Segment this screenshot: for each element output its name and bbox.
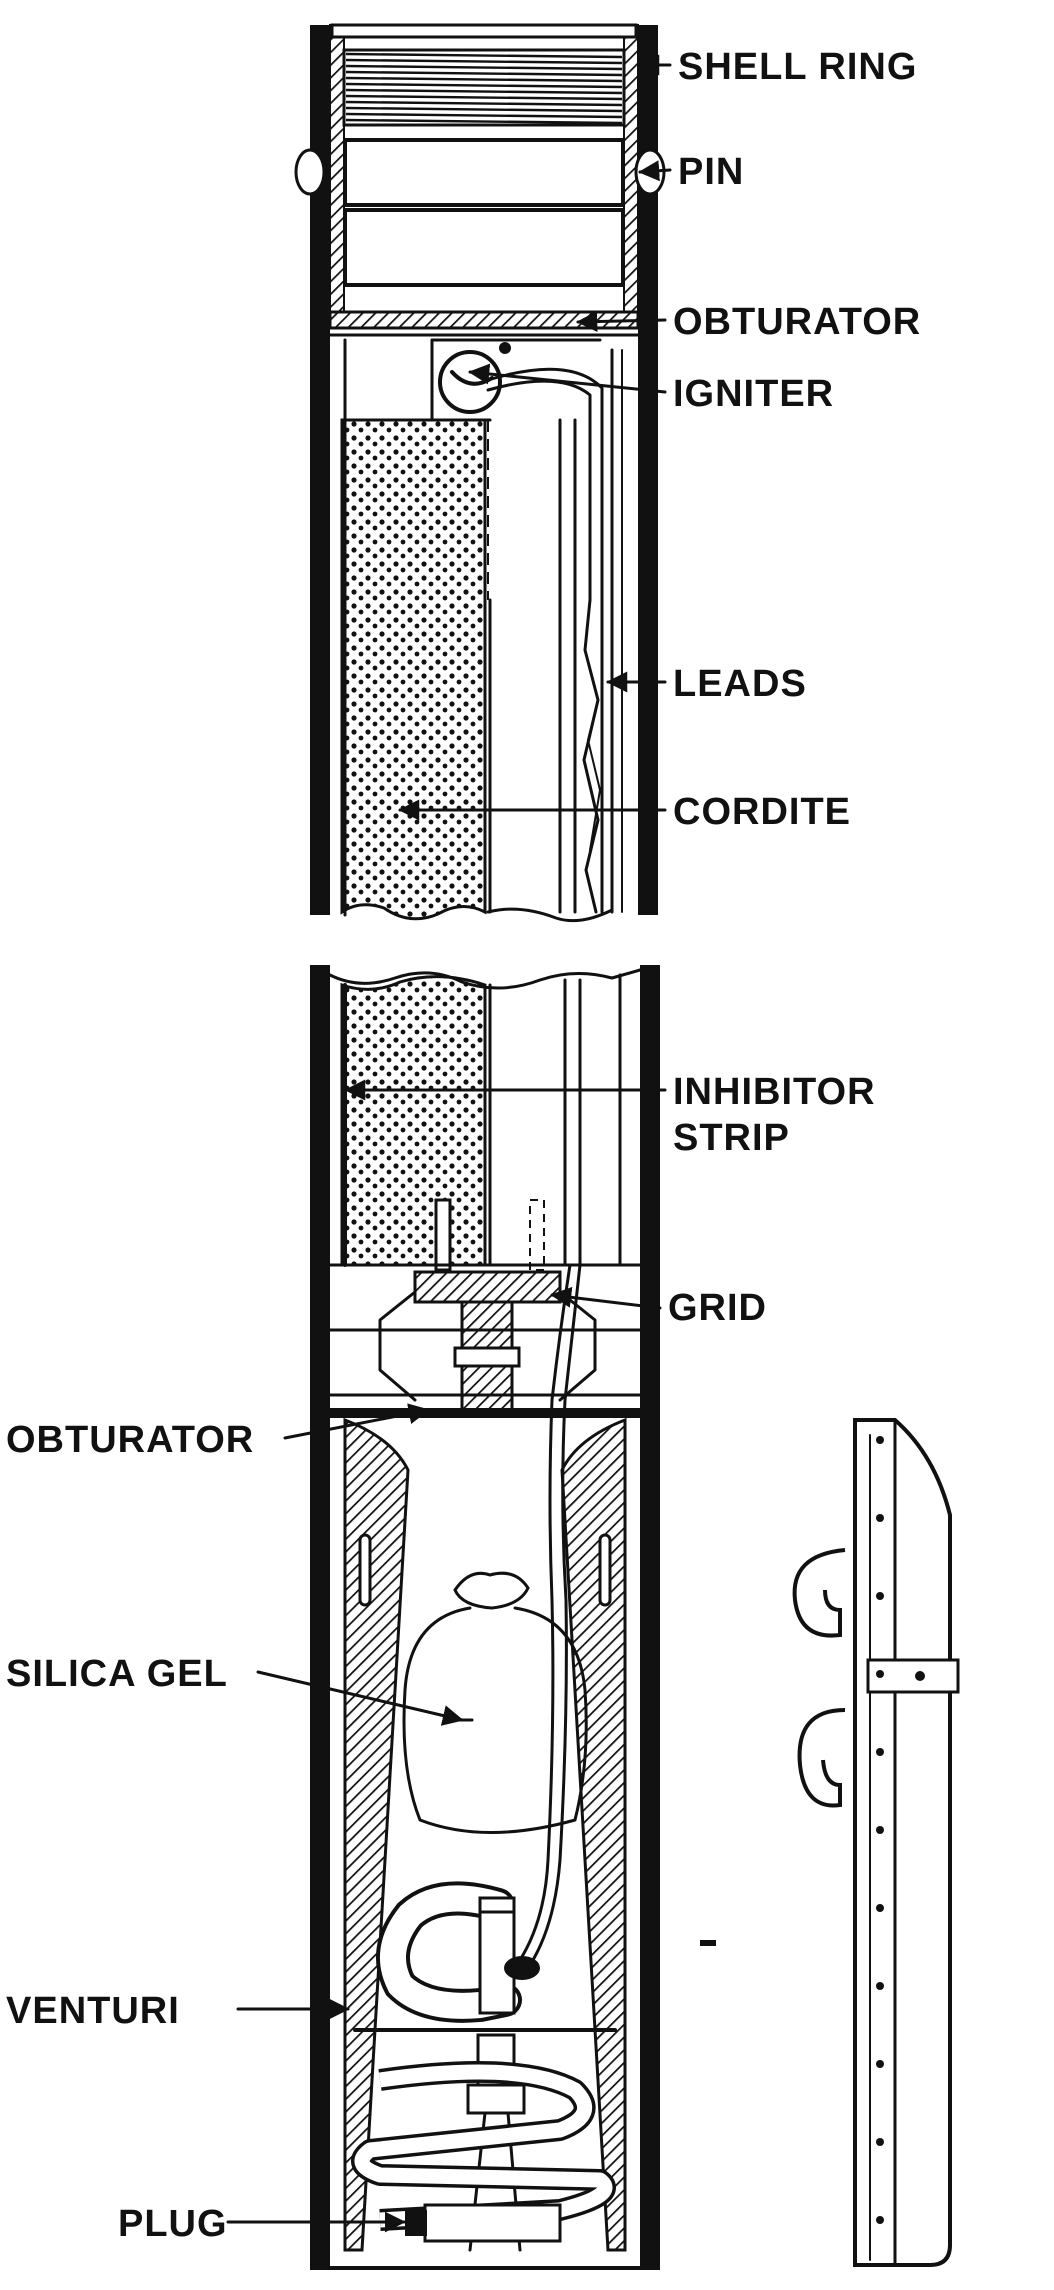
strip-hole bbox=[876, 1748, 884, 1756]
strip-hole bbox=[876, 1826, 884, 1834]
small-mark bbox=[700, 1940, 716, 1946]
label-obturator-bottom: OBTURATOR bbox=[6, 1419, 254, 1461]
coiled-tube bbox=[376, 1881, 540, 2023]
strip-hole bbox=[876, 1904, 884, 1912]
silica-gel-bag bbox=[402, 1571, 588, 1834]
label-pin: PIN bbox=[678, 151, 744, 193]
obturator-top bbox=[328, 310, 640, 337]
thread-line bbox=[345, 70, 623, 77]
lower-tube bbox=[310, 965, 660, 2270]
strip-hole bbox=[876, 1982, 884, 1990]
leader-lines bbox=[226, 54, 672, 2233]
igniter bbox=[430, 338, 602, 422]
shell-ring bbox=[330, 23, 638, 127]
label-venturi: VENTURI bbox=[6, 1990, 180, 2032]
grid bbox=[328, 1270, 642, 1412]
label-inhibitor-line1: INHIBITOR bbox=[673, 1071, 876, 1113]
label-silica-gel: SILICA GEL bbox=[6, 1653, 228, 1695]
label-shell-ring: SHELL RING bbox=[678, 46, 917, 88]
strip-hole bbox=[876, 2060, 884, 2068]
strip-hole bbox=[876, 1514, 884, 1522]
obturator-lower-plate bbox=[330, 1408, 640, 1418]
thread-line bbox=[345, 82, 623, 89]
thread-line bbox=[345, 112, 623, 119]
lead-tube-upper bbox=[486, 348, 623, 914]
label-leads: LEADS bbox=[673, 663, 807, 705]
pin-block bbox=[294, 138, 666, 287]
cordite-grain-upper bbox=[340, 418, 489, 921]
thread-line bbox=[345, 64, 623, 71]
strip-hole bbox=[876, 1592, 884, 1600]
label-grid: GRID bbox=[668, 1287, 767, 1329]
strip-hole bbox=[876, 1670, 884, 1678]
strip-hole bbox=[876, 2216, 884, 2224]
inhibitor-strip-detail bbox=[792, 1418, 960, 2267]
thread-line bbox=[345, 118, 623, 125]
label-inhibitor-line2: STRIP bbox=[673, 1117, 790, 1159]
thread-line bbox=[345, 94, 623, 101]
thread-line bbox=[345, 88, 623, 95]
cordite-grain-lower bbox=[340, 975, 487, 1267]
venturi bbox=[343, 1417, 627, 2252]
label-obturator-top: OBTURATOR bbox=[673, 301, 921, 343]
strip-hole bbox=[876, 1436, 884, 1444]
thread-line bbox=[345, 76, 623, 83]
thread-line bbox=[345, 100, 623, 107]
plug-assembly bbox=[351, 2033, 616, 2252]
thread-line bbox=[345, 106, 623, 113]
label-cordite: CORDITE bbox=[673, 791, 851, 833]
thread-line bbox=[345, 58, 623, 65]
label-plug: PLUG bbox=[118, 2203, 228, 2245]
label-igniter: IGNITER bbox=[673, 373, 834, 415]
strip-hole bbox=[876, 2138, 884, 2146]
leads-lower bbox=[518, 1263, 582, 1967]
thread-line bbox=[345, 52, 623, 59]
upper-tube bbox=[294, 23, 666, 923]
